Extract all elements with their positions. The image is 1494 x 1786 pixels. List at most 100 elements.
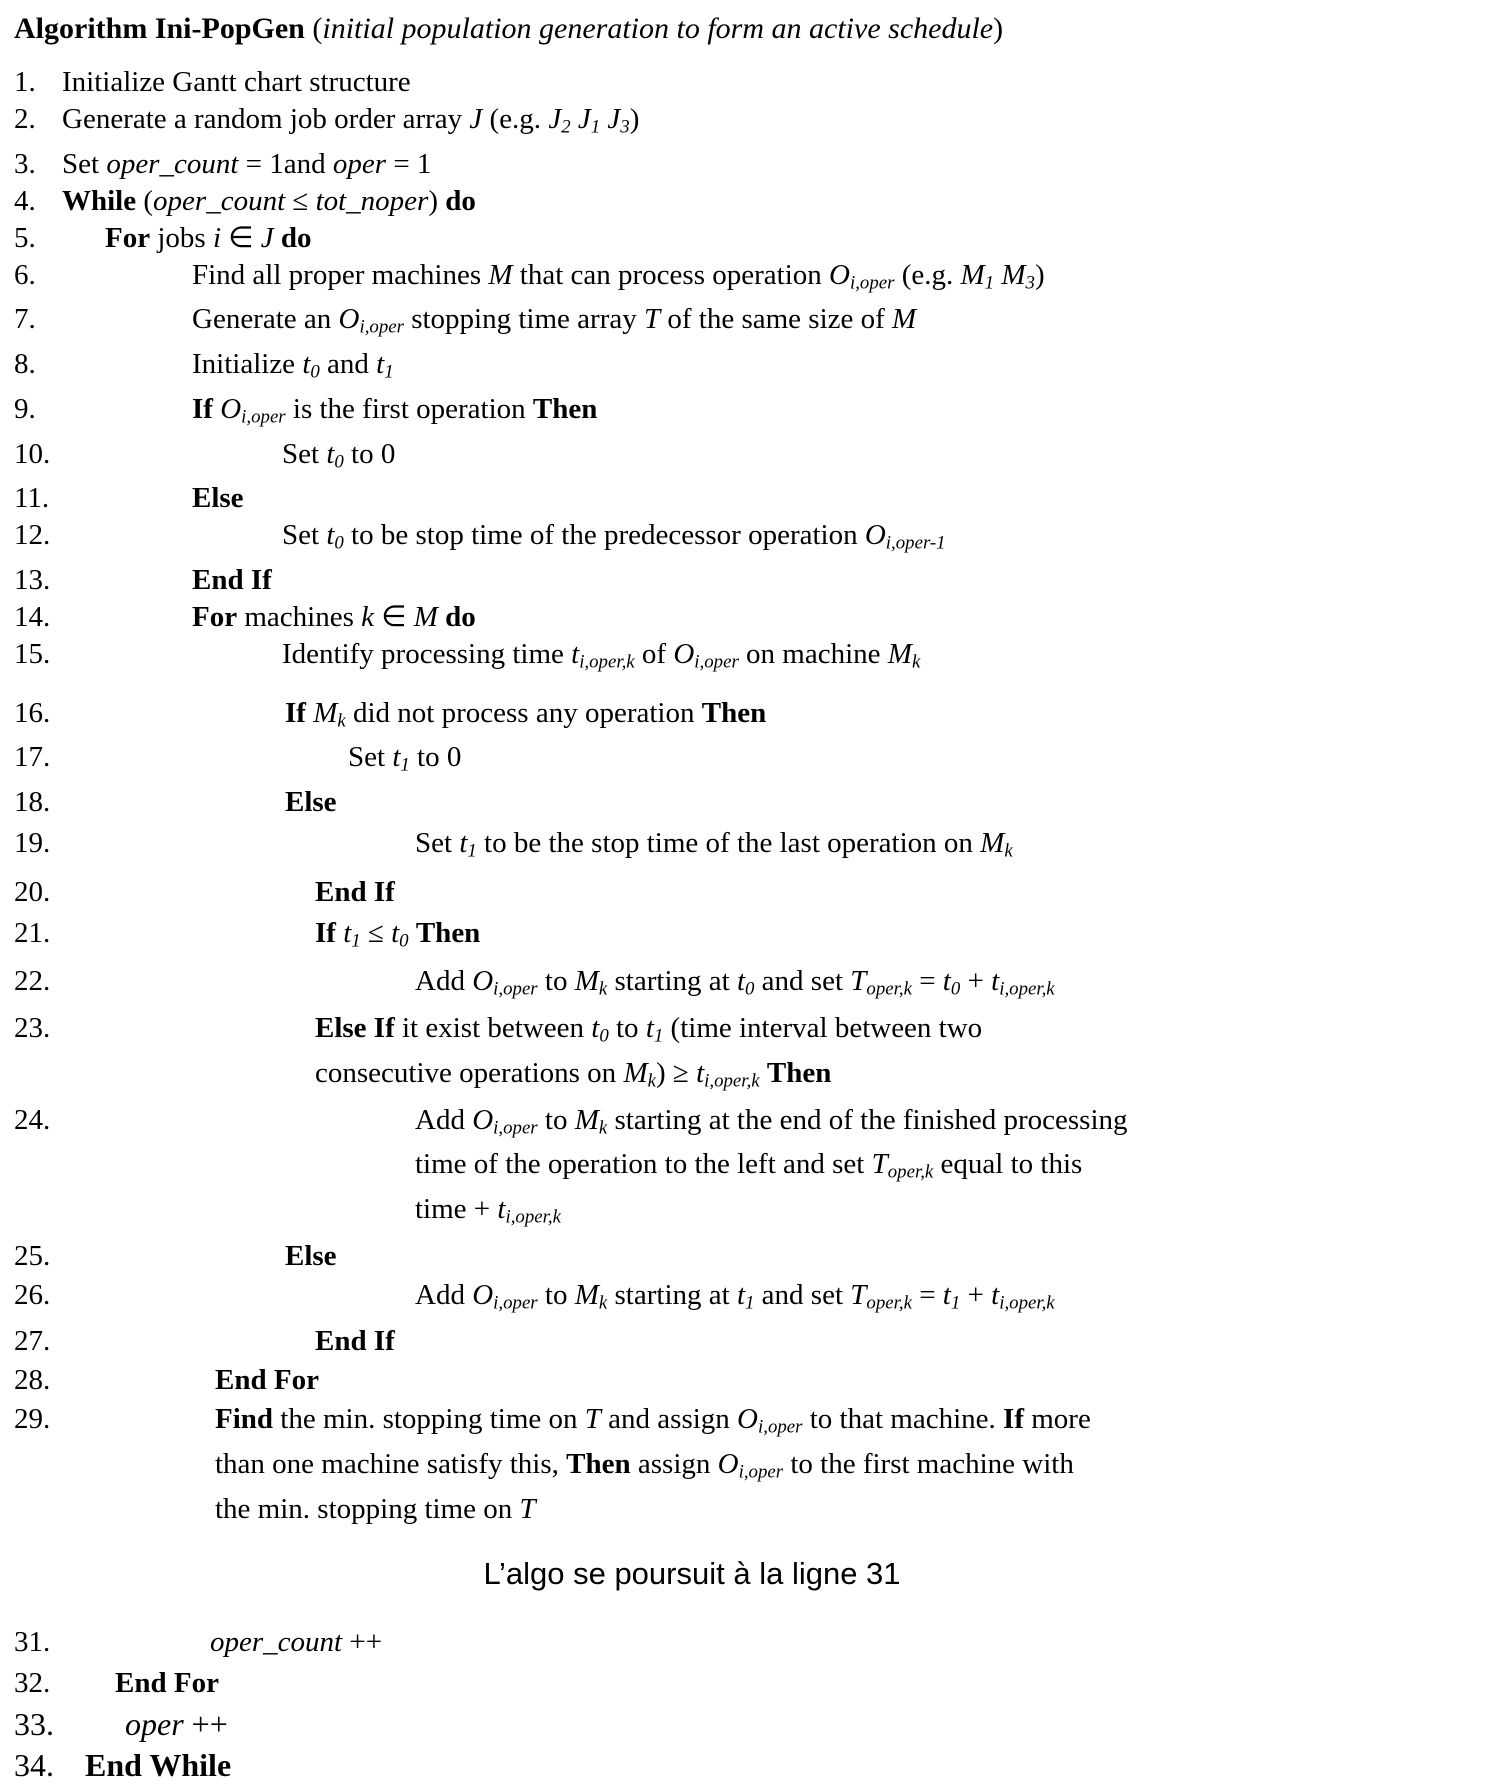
text-segment: Then [566,1448,631,1481]
line-text: Generate a random job order array J (e.g… [0,101,1494,146]
text-segment: i,oper [758,1417,803,1439]
line-text: time of the operation to the left and se… [0,1146,1494,1191]
line-number: 26. [14,1278,51,1311]
algo-line: 22.Add Oi,oper to Mk starting at t0 and … [0,963,1494,1008]
text-segment: Generate an [192,303,339,336]
text-segment: i,oper,k [505,1206,561,1228]
line-text: Set t0 to be stop time of the predecesso… [0,517,1494,562]
text-segment: End If [315,1325,395,1358]
text-segment: starting at [607,965,737,998]
line-text: If t1 ≤ t0 Then [0,915,1494,960]
text-segment: to [537,965,575,998]
algo-line: 33.oper ++ [0,1704,1494,1745]
algo-line: 32.End For [0,1663,1494,1704]
text-segment: ( [304,12,323,45]
text-segment: 0 [950,979,961,1001]
text-segment: oper [332,147,387,180]
text-segment: End For [115,1666,219,1699]
text-segment: initial population generation to form an… [322,12,994,45]
line-text: Initialize Gantt chart structure [0,64,1494,101]
text-segment: Identify processing time [282,637,572,670]
line-number: 20. [14,875,51,908]
algo-line: 31.oper_count ++ [0,1622,1494,1663]
text-segment: Then [532,392,598,425]
text-segment: Then [766,1056,832,1089]
text-segment: End If [192,563,272,596]
text-segment: t [736,965,745,998]
line-number: 7. [14,303,36,336]
line-number: 22. [14,965,51,998]
text-segment: M [960,258,985,291]
text-segment: O [829,258,850,291]
algo-line: 19.Set t1 to be the stop time of the las… [0,825,1494,870]
text-segment: t [326,437,335,470]
text-segment: t [302,348,311,381]
text-segment: If [285,696,306,729]
text-segment: T [584,1403,601,1436]
text-segment: oper,k [866,979,912,1001]
text-segment: ++ [183,1705,228,1742]
text-segment: 3 [620,116,630,138]
line-text: Add Oi,oper to Mk starting at the end of… [0,1102,1494,1147]
text-segment: T [850,965,867,998]
text-segment: t [392,741,401,774]
text-segment: assign [630,1448,718,1481]
text-segment: For [105,221,151,254]
text-segment: k [598,1292,608,1314]
text-segment: ) ≥ [655,1056,697,1089]
line-text: oper_count ++ [0,1622,1494,1663]
algo-line: 29.Find the min. stopping time on T and … [0,1401,1494,1446]
text-segment: M [887,637,912,670]
algo-line: 24.Add Oi,oper to Mk starting at the end… [0,1102,1494,1147]
text-segment: stopping time array [403,303,644,336]
text-segment: J [260,221,274,254]
text-segment: to be stop time of the predecessor opera… [343,519,865,552]
text-segment: more [1023,1403,1091,1436]
text-segment: do [445,184,476,217]
algo-line: than one machine satisfy this, Then assi… [0,1446,1494,1491]
text-segment: t [497,1192,506,1225]
text-segment: and assign [600,1403,738,1436]
text-segment: i,oper,k [704,1070,760,1092]
text-segment: t [326,519,335,552]
text-segment: End While [85,1746,232,1783]
text-segment: While [62,184,137,217]
line-number: 8. [14,348,36,381]
text-segment [409,917,416,949]
text-segment: O [472,965,494,998]
line-number: 3. [14,147,36,180]
algo-line: time of the operation to the left and se… [0,1146,1494,1191]
text-segment: k [598,1117,608,1139]
line-number: 28. [14,1364,51,1397]
line-text: consecutive operations on Mk) ≥ ti,oper,… [0,1055,1494,1100]
text-segment: that can process operation [512,258,830,291]
algorithm-title: Algorithm Ini-PopGen (initial population… [0,10,1494,48]
line-text: End While [0,1745,1494,1786]
line-number: 27. [14,1325,51,1358]
text-segment: i,oper [694,651,739,673]
text-segment: i,oper,k [579,651,635,673]
text-segment: t [391,916,400,949]
text-segment: tot_noper [315,184,429,217]
text-segment: Set [62,147,107,180]
text-segment: M [313,696,338,729]
text-segment: t [645,1012,654,1045]
text-segment: = 1and [238,147,333,180]
text-segment: i,oper [849,272,895,294]
line-text: End If [0,562,1494,599]
text-segment: ∈ [221,221,261,254]
text-segment: 0 [599,1025,609,1047]
text-segment: and [319,348,377,381]
text-segment: to [537,1278,575,1311]
text-segment: = [911,965,943,998]
text-segment: Set [415,827,460,860]
text-segment: O [864,519,886,552]
text-segment: i,oper [241,406,286,428]
text-segment: k [647,1070,656,1092]
line-text: Else If it exist between t0 to t1 (time … [0,1010,1494,1055]
text-segment: t [991,1278,1000,1311]
line-text: time + ti,oper,k [0,1191,1494,1236]
line-text: than one machine satisfy this, Then assi… [0,1446,1494,1491]
text-segment: M [574,1278,599,1311]
